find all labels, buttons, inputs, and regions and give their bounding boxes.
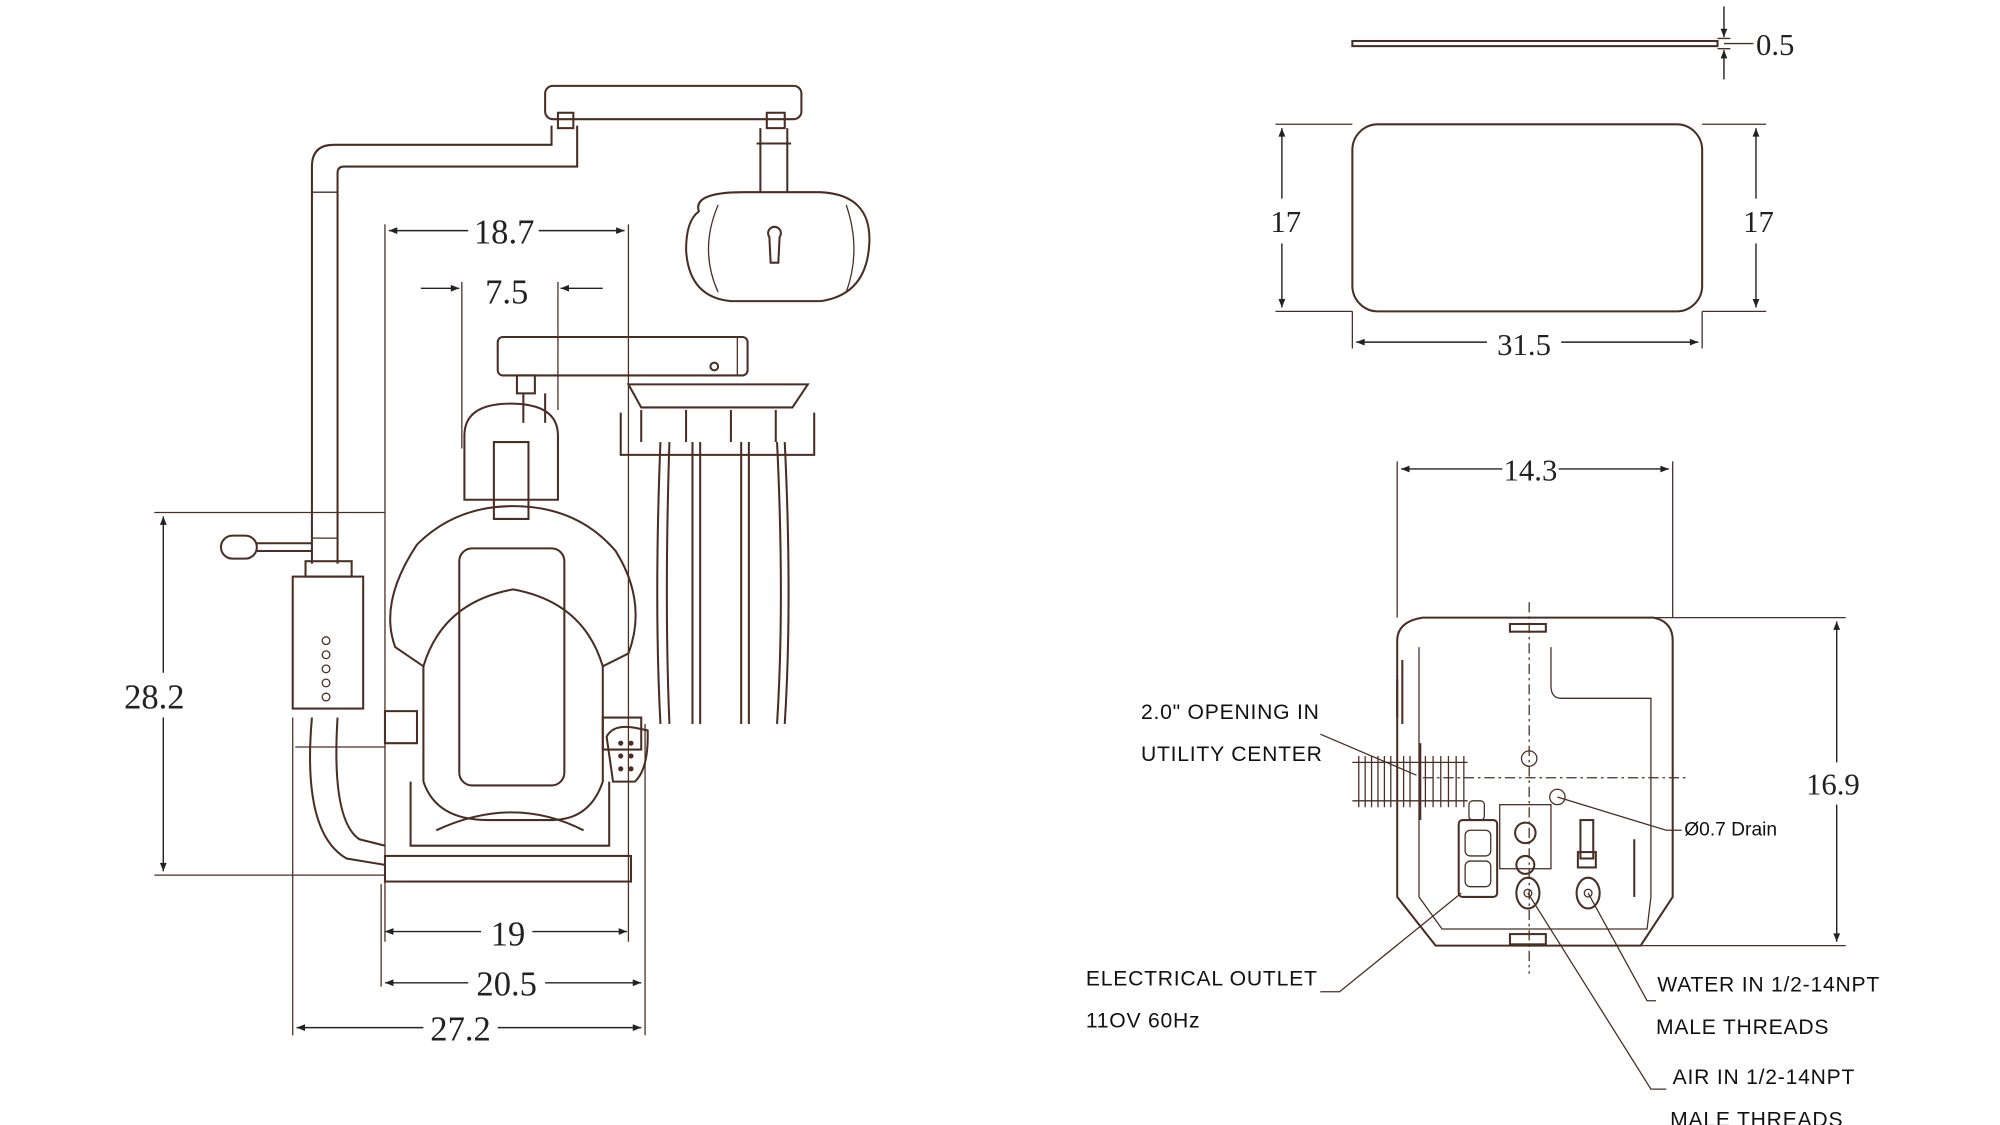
- electrical-outlet: [1457, 800, 1499, 898]
- callout-outlet-line1: ELECTRICAL OUTLET: [1086, 967, 1318, 990]
- callout-air-line2: MALE THREADS: [1670, 1108, 1843, 1125]
- light-pole: [310, 84, 803, 564]
- operating-light-head: [685, 191, 871, 303]
- callout-air-line1: AIR IN 1/2-14NPT: [1673, 1066, 1856, 1089]
- dim-base: 19: [491, 916, 526, 954]
- dental-chair-front-view: 18.7 7.5 28.2 19 20.5 27.2: [124, 84, 871, 1048]
- dim-utility-width: 14.3: [1504, 453, 1558, 487]
- chair-body: [383, 402, 649, 883]
- callout-water-line2: MALE THREADS: [1656, 1016, 1829, 1039]
- callout-opening-line1: 2.0" OPENING IN: [1141, 701, 1320, 724]
- water-air-fittings: [1499, 804, 1636, 910]
- dim-tray-depth-left: 17: [1270, 205, 1301, 239]
- hose-coil: [1352, 743, 1468, 821]
- delivery-unit: [496, 335, 816, 725]
- callout-opening-line2: UTILITY CENTER: [1141, 743, 1323, 766]
- dim-light-arm: 18.7: [474, 213, 535, 251]
- dim-tray-depth-right: 17: [1743, 205, 1774, 239]
- callout-drain: Ø0.7 Drain: [1684, 819, 1777, 840]
- dim-overall-width: 27.2: [430, 1010, 491, 1048]
- utility-center-view: 14.3 16.9 2.0" OPENING IN UTILITY CENTER…: [1086, 453, 1880, 1125]
- dim-tray-width: 31.5: [1497, 328, 1551, 362]
- dim-chair-width: 20.5: [476, 966, 537, 1004]
- control-box: [219, 534, 386, 866]
- dim-headrest: 7.5: [485, 274, 528, 312]
- dim-height: 28.2: [124, 679, 185, 717]
- dim-tray-thickness: 0.5: [1756, 28, 1794, 62]
- callout-outlet-line2: 11OV 60Hz: [1086, 1010, 1201, 1033]
- chair-dimensions: 18.7 7.5 28.2 19 20.5 27.2: [124, 213, 646, 1048]
- tray-views: 0.5 17 17 31.5: [1270, 6, 1794, 362]
- callout-water-line1: WATER IN 1/2-14NPT: [1657, 974, 1880, 997]
- dim-utility-depth: 16.9: [1806, 767, 1860, 801]
